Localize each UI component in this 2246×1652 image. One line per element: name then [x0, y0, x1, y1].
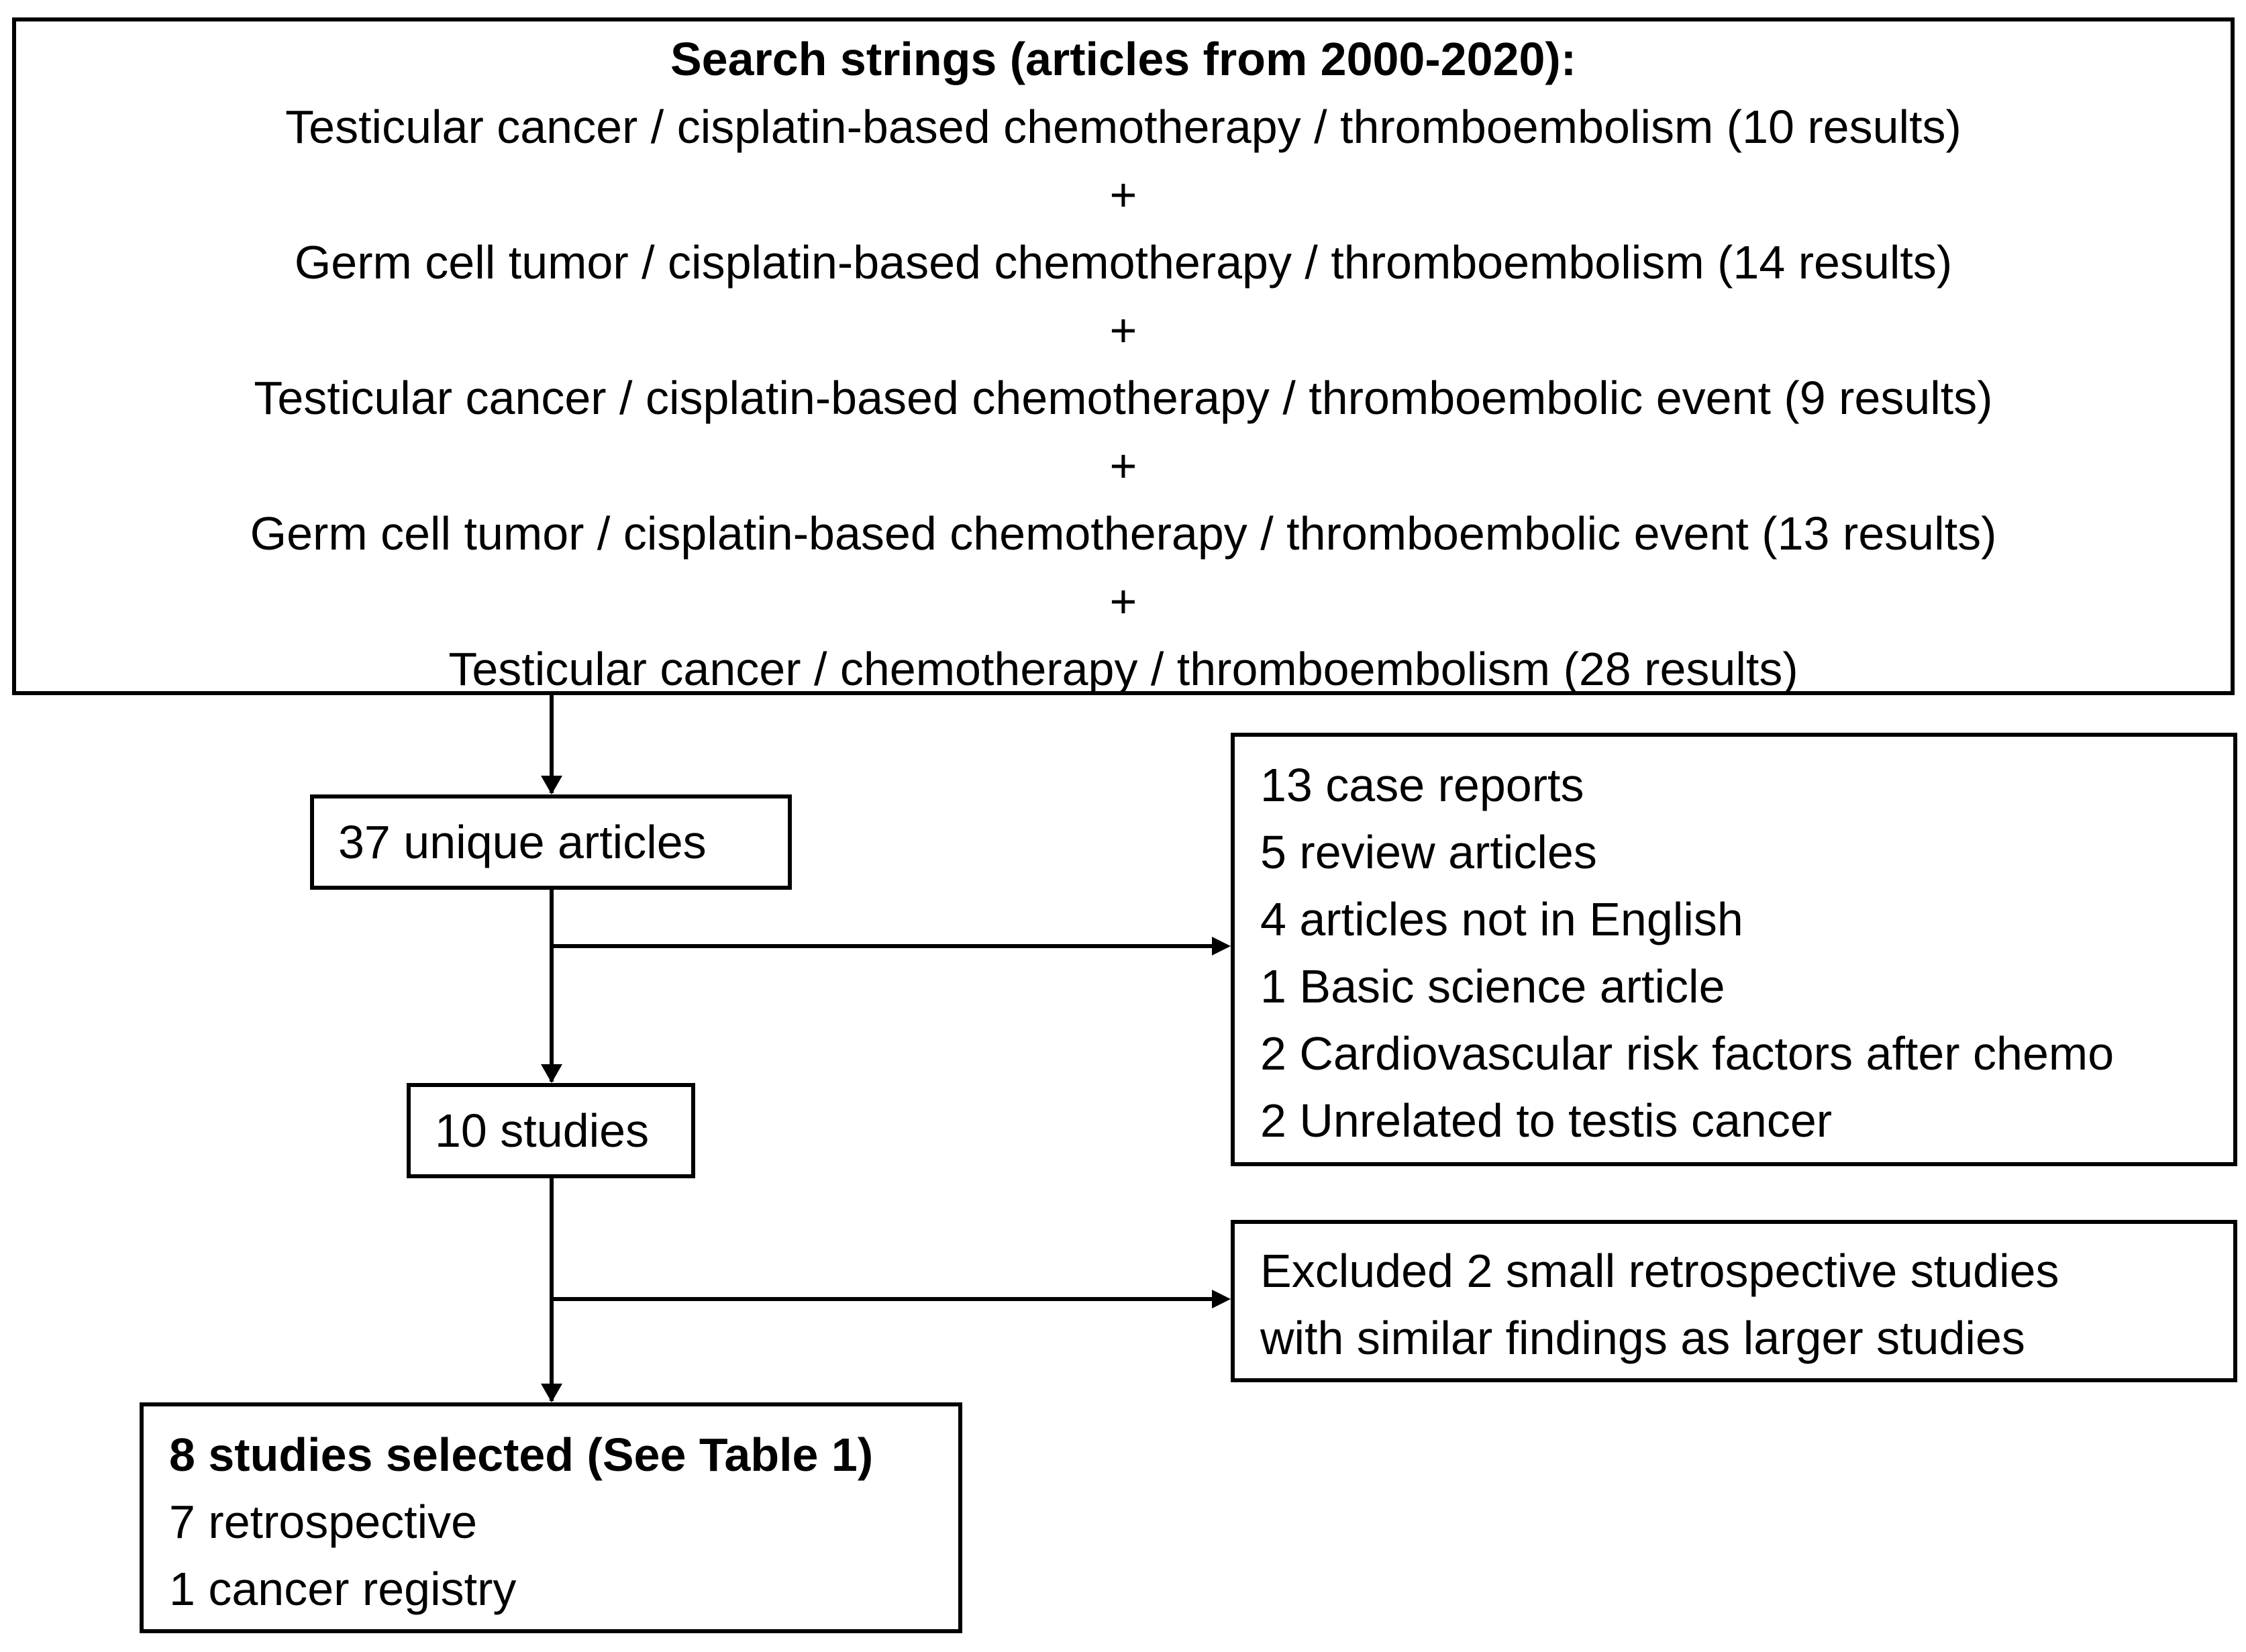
- selected-retrospective: 7 retrospective: [169, 1496, 478, 1548]
- exclusion-second-line-2: with similar findings as larger studies: [1260, 1312, 2025, 1364]
- exclusion-item: 4 articles not in English: [1260, 893, 1743, 945]
- arrowhead-search-to-unique: [541, 776, 562, 794]
- search-string-2: Germ cell tumor / cisplatin-based chemot…: [294, 236, 1953, 289]
- selected-studies-title: 8 studies selected (See Table 1): [169, 1429, 874, 1481]
- search-string-5: Testicular cancer / chemotherapy / throm…: [448, 643, 1798, 695]
- exclusion-item: 2 Cardiovascular risk factors after chem…: [1260, 1027, 2114, 1080]
- search-plus-3: +: [1109, 440, 1137, 492]
- exclusions-first-box: 13 case reports 5 review articles 4 arti…: [1231, 733, 2237, 1166]
- search-plus-4: +: [1109, 575, 1137, 627]
- exclusion-item: 2 Unrelated to testis cancer: [1260, 1094, 1833, 1147]
- arrowhead-unique-to-studies: [541, 1064, 562, 1083]
- search-string-3: Testicular cancer / cisplatin-based chem…: [254, 372, 1993, 424]
- selected-studies-box: 8 studies selected (See Table 1) 7 retro…: [140, 1402, 962, 1633]
- arrowhead-studies-to-selected: [541, 1384, 562, 1402]
- search-string-4: Germ cell tumor / cisplatin-based chemot…: [250, 507, 1997, 560]
- exclusion-item: 13 case reports: [1260, 759, 1584, 811]
- search-plus-2: +: [1109, 304, 1137, 356]
- search-plus-1: +: [1109, 168, 1137, 221]
- exclusions-second-box: Excluded 2 small retrospective studies w…: [1231, 1220, 2237, 1382]
- search-strings-box: Search strings (articles from 2000-2020)…: [12, 17, 2235, 695]
- studies-label: 10 studies: [435, 1104, 650, 1157]
- unique-articles-label: 37 unique articles: [338, 816, 707, 868]
- ten-studies-box: 10 studies: [407, 1083, 695, 1178]
- exclusion-item: 5 review articles: [1260, 826, 1597, 878]
- search-string-1: Testicular cancer / cisplatin-based chem…: [285, 101, 1961, 153]
- arrowhead-to-excluded-first: [1212, 937, 1231, 956]
- unique-articles-box: 37 unique articles: [310, 794, 792, 890]
- selected-registry: 1 cancer registry: [169, 1563, 517, 1615]
- arrowhead-to-excluded-second: [1212, 1290, 1231, 1308]
- exclusion-item: 1 Basic science article: [1260, 960, 1725, 1013]
- exclusion-second-line-1: Excluded 2 small retrospective studies: [1260, 1245, 2059, 1297]
- search-strings-title: Search strings (articles from 2000-2020)…: [670, 33, 1577, 85]
